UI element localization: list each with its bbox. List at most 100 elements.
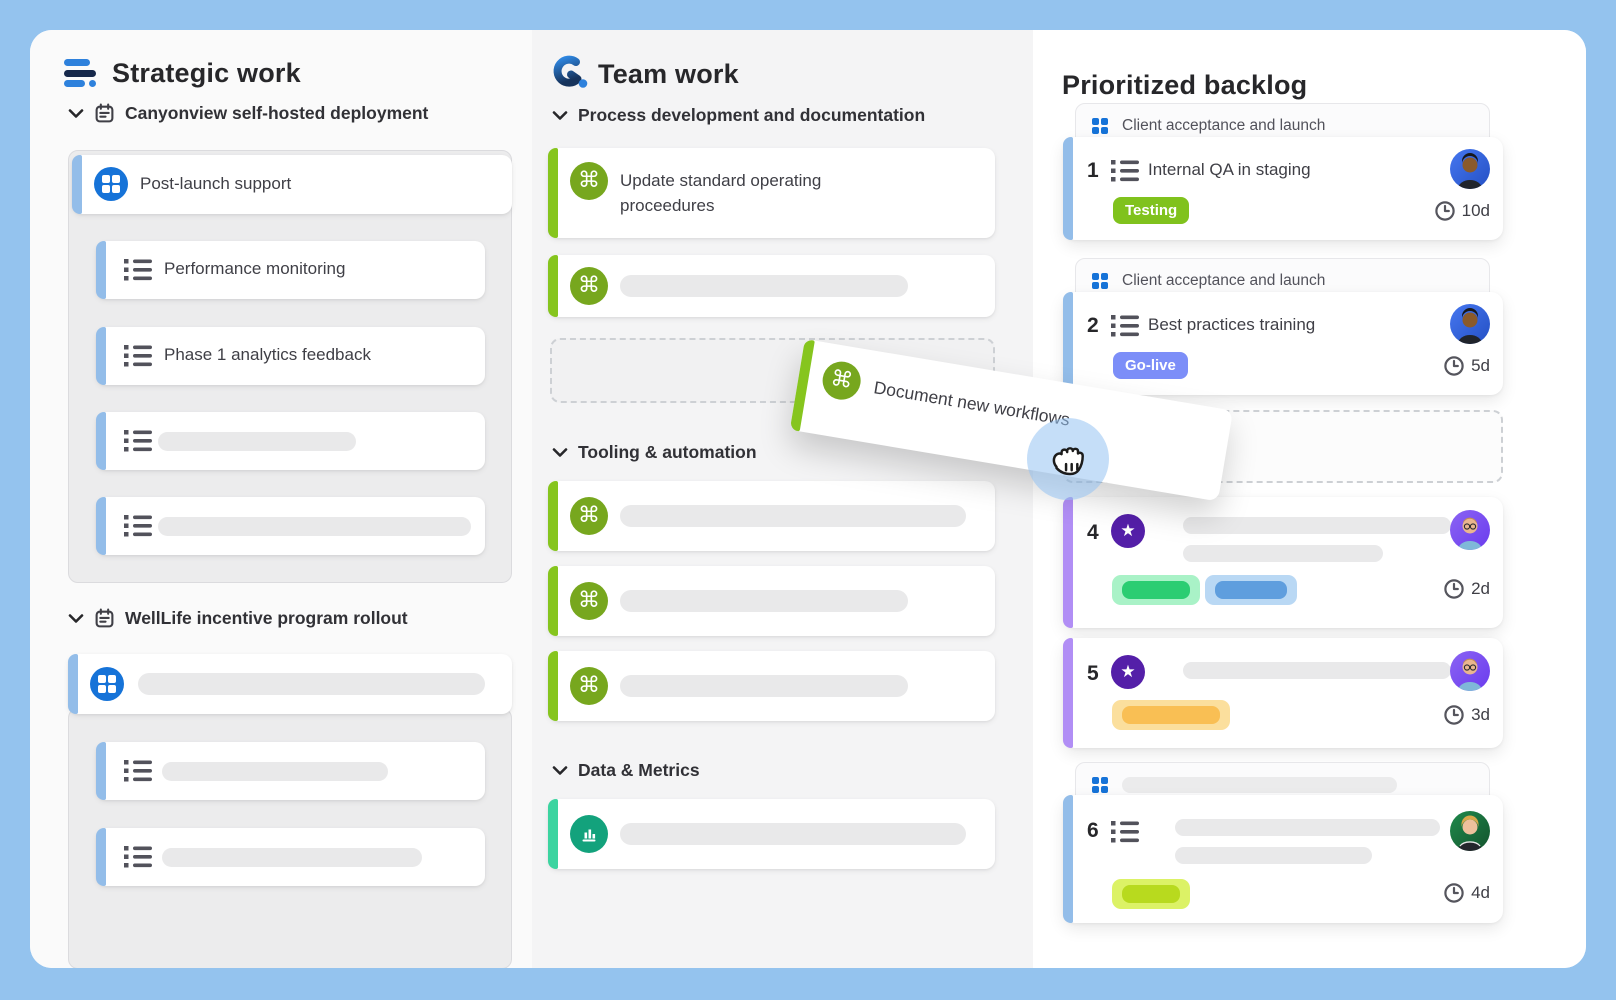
- chevron-down-icon[interactable]: [552, 765, 568, 776]
- task-card-skeleton[interactable]: [548, 799, 995, 869]
- card-accent-strip: [68, 654, 78, 714]
- card-title: Post-launch support: [140, 174, 292, 193]
- section-canyonview[interactable]: Canyonview self-hosted deployment: [68, 103, 428, 124]
- card-accent-strip: [96, 412, 106, 470]
- section-title: WellLife incentive program rollout: [125, 608, 408, 628]
- grabbing-hand-cursor-icon: [1052, 447, 1084, 476]
- command-icon: ⌘: [570, 162, 608, 200]
- skeleton-text-bar: [620, 823, 966, 845]
- chevron-down-icon[interactable]: [68, 108, 84, 119]
- group-label: Client acceptance and launch: [1122, 117, 1326, 134]
- team-work-logo-icon: [553, 55, 588, 88]
- rank-number: 5: [1087, 662, 1099, 685]
- avatar: [1450, 304, 1490, 344]
- main-panel: Strategic work Canyonview self-hosted de…: [30, 30, 1586, 968]
- backlog-card-2[interactable]: 2 Best practices training Go-live 5d: [1063, 292, 1503, 395]
- avatar: [1450, 149, 1490, 189]
- chevron-down-icon[interactable]: [552, 110, 568, 121]
- clock-icon: [1434, 201, 1455, 221]
- strategic-work-header: Strategic work: [64, 57, 301, 89]
- task-card-skeleton[interactable]: ⌘: [548, 481, 995, 551]
- skeleton-text-bar: [1175, 847, 1372, 864]
- section-process-development[interactable]: Process development and documentation: [552, 105, 925, 126]
- list-icon: [124, 515, 152, 537]
- card-accent-strip: [1063, 638, 1073, 748]
- status-badge: Go-live: [1113, 352, 1188, 379]
- bar-chart-icon: [570, 815, 608, 853]
- card-title: Internal QA in staging: [1148, 160, 1311, 179]
- clock-icon: [1444, 883, 1464, 903]
- skeleton-text-bar: [158, 517, 471, 536]
- card-accent-strip: [548, 481, 558, 551]
- skeleton-text-bar: [1183, 662, 1451, 679]
- backlog-card-4[interactable]: 4 ★ 2d: [1063, 497, 1503, 628]
- project-grid-icon: [94, 167, 128, 201]
- card-accent-strip: [548, 148, 558, 238]
- task-card-skeleton[interactable]: [96, 742, 485, 800]
- list-icon: [1111, 315, 1139, 337]
- card-accent-strip: [548, 255, 558, 317]
- task-card-skeleton[interactable]: [96, 412, 485, 470]
- backlog-card-1[interactable]: 1 Internal QA in staging Testing 10d: [1063, 137, 1503, 240]
- section-title: Tooling & automation: [578, 442, 757, 462]
- skeleton-text-bar: [162, 762, 388, 781]
- task-card-post-launch-support[interactable]: Post-launch support: [72, 155, 512, 214]
- task-card-update-sop[interactable]: ⌘ Update standard operating proceedures: [548, 148, 995, 238]
- chevron-down-icon[interactable]: [68, 613, 84, 624]
- clock-icon: [1444, 579, 1464, 599]
- skeleton-group-label: [1122, 777, 1397, 793]
- duration: 3d: [1443, 704, 1490, 726]
- star-icon: ★: [1111, 655, 1145, 689]
- task-card-skeleton[interactable]: [96, 497, 485, 555]
- card-accent-strip: [1063, 292, 1073, 395]
- task-card-phase1-analytics[interactable]: Phase 1 analytics feedback: [96, 327, 485, 385]
- calendar-icon: [95, 103, 114, 123]
- clock-icon: [1444, 705, 1464, 725]
- list-icon: [1111, 160, 1139, 182]
- chevron-down-icon[interactable]: [552, 447, 568, 458]
- task-card-skeleton[interactable]: ⌘: [548, 566, 995, 636]
- card-accent-strip: [1063, 497, 1073, 628]
- list-icon: [124, 345, 152, 367]
- team-work-column: Team work Process development and docume…: [532, 30, 1033, 968]
- section-welllife[interactable]: WellLife incentive program rollout: [68, 608, 408, 629]
- command-icon: ⌘: [570, 267, 608, 305]
- section-data-metrics[interactable]: Data & Metrics: [552, 760, 700, 781]
- card-title: Phase 1 analytics feedback: [164, 345, 371, 364]
- avatar: [1450, 651, 1490, 691]
- list-icon: [124, 430, 152, 452]
- prioritized-backlog-column: Prioritized backlog Client acceptance an…: [1033, 30, 1586, 968]
- list-icon: [124, 760, 152, 782]
- card-accent-strip: [548, 566, 558, 636]
- section-title: Data & Metrics: [578, 760, 700, 780]
- rank-number: 6: [1087, 819, 1099, 842]
- task-card-skeleton-parent[interactable]: [68, 654, 512, 714]
- skeleton-text-bar: [620, 275, 908, 297]
- task-card-skeleton[interactable]: [96, 828, 485, 886]
- calendar-icon: [95, 608, 114, 628]
- task-card-skeleton[interactable]: ⌘: [548, 255, 995, 317]
- skeleton-badge-orange: [1112, 700, 1230, 730]
- strategic-work-column: Strategic work Canyonview self-hosted de…: [30, 30, 532, 968]
- duration: 4d: [1443, 882, 1490, 904]
- section-title: Canyonview self-hosted deployment: [125, 103, 429, 123]
- skeleton-badge-blue: [1205, 575, 1297, 605]
- skeleton-badge-green: [1112, 575, 1200, 605]
- list-icon: [124, 259, 152, 281]
- card-accent-strip: [72, 155, 82, 214]
- duration: 10d: [1434, 200, 1490, 222]
- avatar: [1450, 510, 1490, 550]
- task-card-skeleton[interactable]: ⌘: [548, 651, 995, 721]
- section-tooling-automation[interactable]: Tooling & automation: [552, 442, 757, 463]
- card-accent-strip: [548, 651, 558, 721]
- rank-number: 2: [1087, 314, 1099, 337]
- backlog-card-5[interactable]: 5 ★ 3d: [1063, 638, 1503, 748]
- card-accent-strip: [1063, 137, 1073, 240]
- grid-icon: [1092, 118, 1108, 134]
- project-grid-icon: [90, 667, 124, 701]
- avatar: [1450, 811, 1490, 851]
- card-accent-strip: [96, 742, 106, 800]
- task-card-performance-monitoring[interactable]: Performance monitoring: [96, 241, 485, 299]
- backlog-card-6[interactable]: 6 4d: [1063, 795, 1503, 923]
- card-accent-strip: [96, 828, 106, 886]
